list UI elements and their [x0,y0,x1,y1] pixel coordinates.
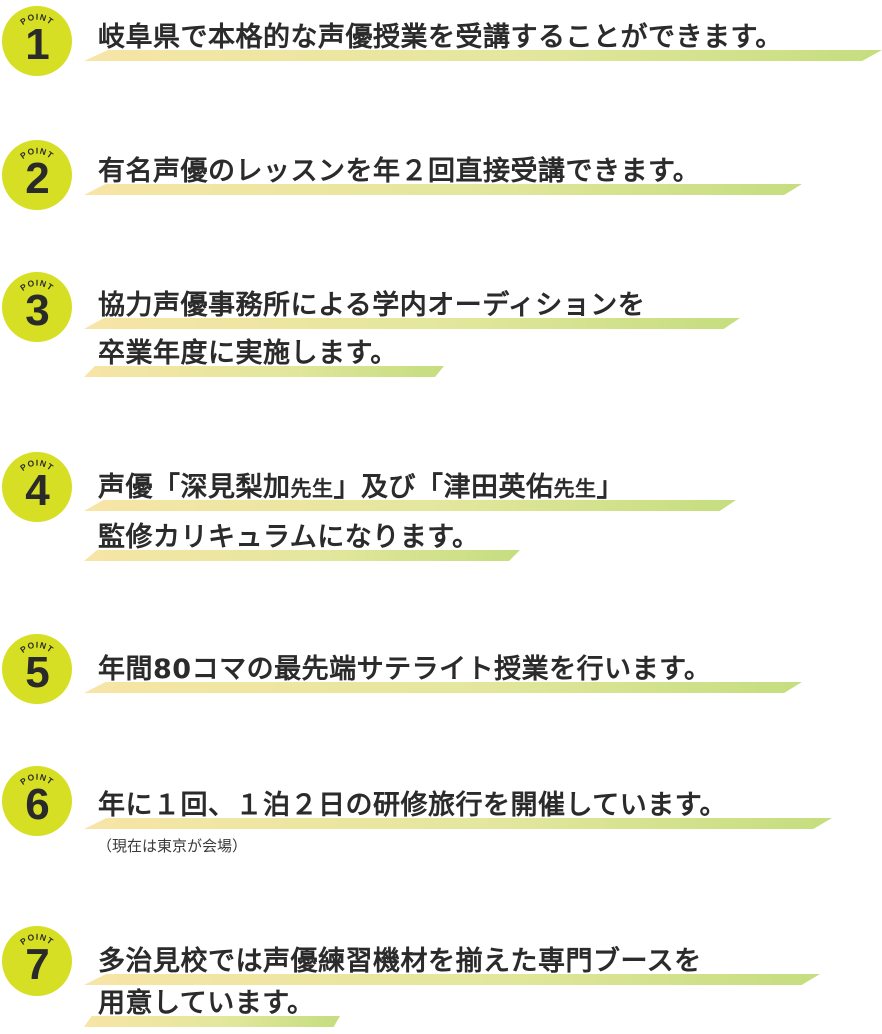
point-text-part: 」 [596,472,624,503]
svg-text:POINT: POINT [18,12,56,27]
point-line: 用意しています。 [84,984,340,1034]
svg-text:POINT: POINT [18,640,56,655]
point-badge-label: POINT [18,146,56,161]
svg-text:POINT: POINT [18,772,56,787]
point-badge-label: POINT [18,278,56,293]
point-badge-label: POINT [18,458,56,473]
point-line: 声優「深見梨加先生」及び「津田英佑先生」 [84,468,736,518]
highlight-underline [84,550,520,561]
point-line: 多治見校では声優練習機材を揃えた専門ブースを [84,942,820,992]
highlight-underline [84,50,882,61]
point-text: 岐阜県で本格的な声優授業を受講することができます。 [98,22,783,53]
point-text: 年間80コマの最先端サテライト授業を行います。 [98,654,712,685]
point-text: 用意しています。 [98,988,315,1019]
point-badge-label: POINT [18,12,56,27]
point-number: 1 [25,20,49,69]
point-number: 2 [25,154,49,203]
point-badge-label: POINT [18,640,56,655]
point-text: 年に１回、１泊２日の研修旅行を開催しています。 [98,790,727,821]
point-text-part: 」及び「津田英佑 [333,472,554,503]
honorific-text: 先生 [290,477,334,501]
highlight-underline [84,184,802,195]
honorific-text: 先生 [553,477,597,501]
highlight-underline [84,318,740,329]
point-line: 卒業年度に実施します。 [84,334,444,384]
point-line: 岐阜県で本格的な声優授業を受講することができます。 [84,18,882,68]
highlight-underline [84,682,802,693]
svg-text:POINT: POINT [18,932,56,947]
point-number: 5 [25,648,49,697]
point-text: 有名声優のレッスンを年２回直接受講できます。 [98,156,701,187]
point-badge: POINT 4 [2,452,72,522]
point-text: 多治見校では声優練習機材を揃えた専門ブースを [98,946,702,977]
highlight-underline [84,366,444,377]
point-badge: POINT 5 [2,634,72,704]
point-number: 6 [25,780,49,829]
point-badge: POINT 3 [2,272,72,342]
point-line: 年に１回、１泊２日の研修旅行を開催しています。 [84,786,832,836]
point-text-part: 声優「深見梨加 [98,472,291,503]
point-badge: POINT 2 [2,140,72,210]
point-badge: POINT 7 [2,926,72,996]
highlight-underline [84,500,736,511]
point-line: 監修カリキュラムになります。 [84,518,520,568]
svg-text:POINT: POINT [18,278,56,293]
point-text: 声優「深見梨加先生」及び「津田英佑先生」 [98,468,624,509]
point-badge-label: POINT [18,932,56,947]
highlight-underline [84,818,832,829]
point-number: 3 [25,286,49,335]
highlight-underline [84,974,820,985]
point-number: 7 [25,940,49,989]
svg-text:POINT: POINT [18,458,56,473]
point-badge: POINT 6 [2,766,72,836]
highlight-underline [84,1016,340,1027]
point-line: 年間80コマの最先端サテライト授業を行います。 [84,650,802,700]
point-badge-label: POINT [18,772,56,787]
point-text: 協力声優事務所による学内オーディションを [98,290,646,321]
svg-text:POINT: POINT [18,146,56,161]
point-text: 監修カリキュラムになります。 [98,522,480,553]
point-line: 協力声優事務所による学内オーディションを [84,286,740,336]
point-badge: POINT 1 [2,6,72,76]
point-line: 有名声優のレッスンを年２回直接受講できます。 [84,152,802,202]
point-note: （現在は東京が会場） [97,837,248,855]
point-text: 卒業年度に実施します。 [98,338,398,369]
point-number: 4 [25,466,49,515]
